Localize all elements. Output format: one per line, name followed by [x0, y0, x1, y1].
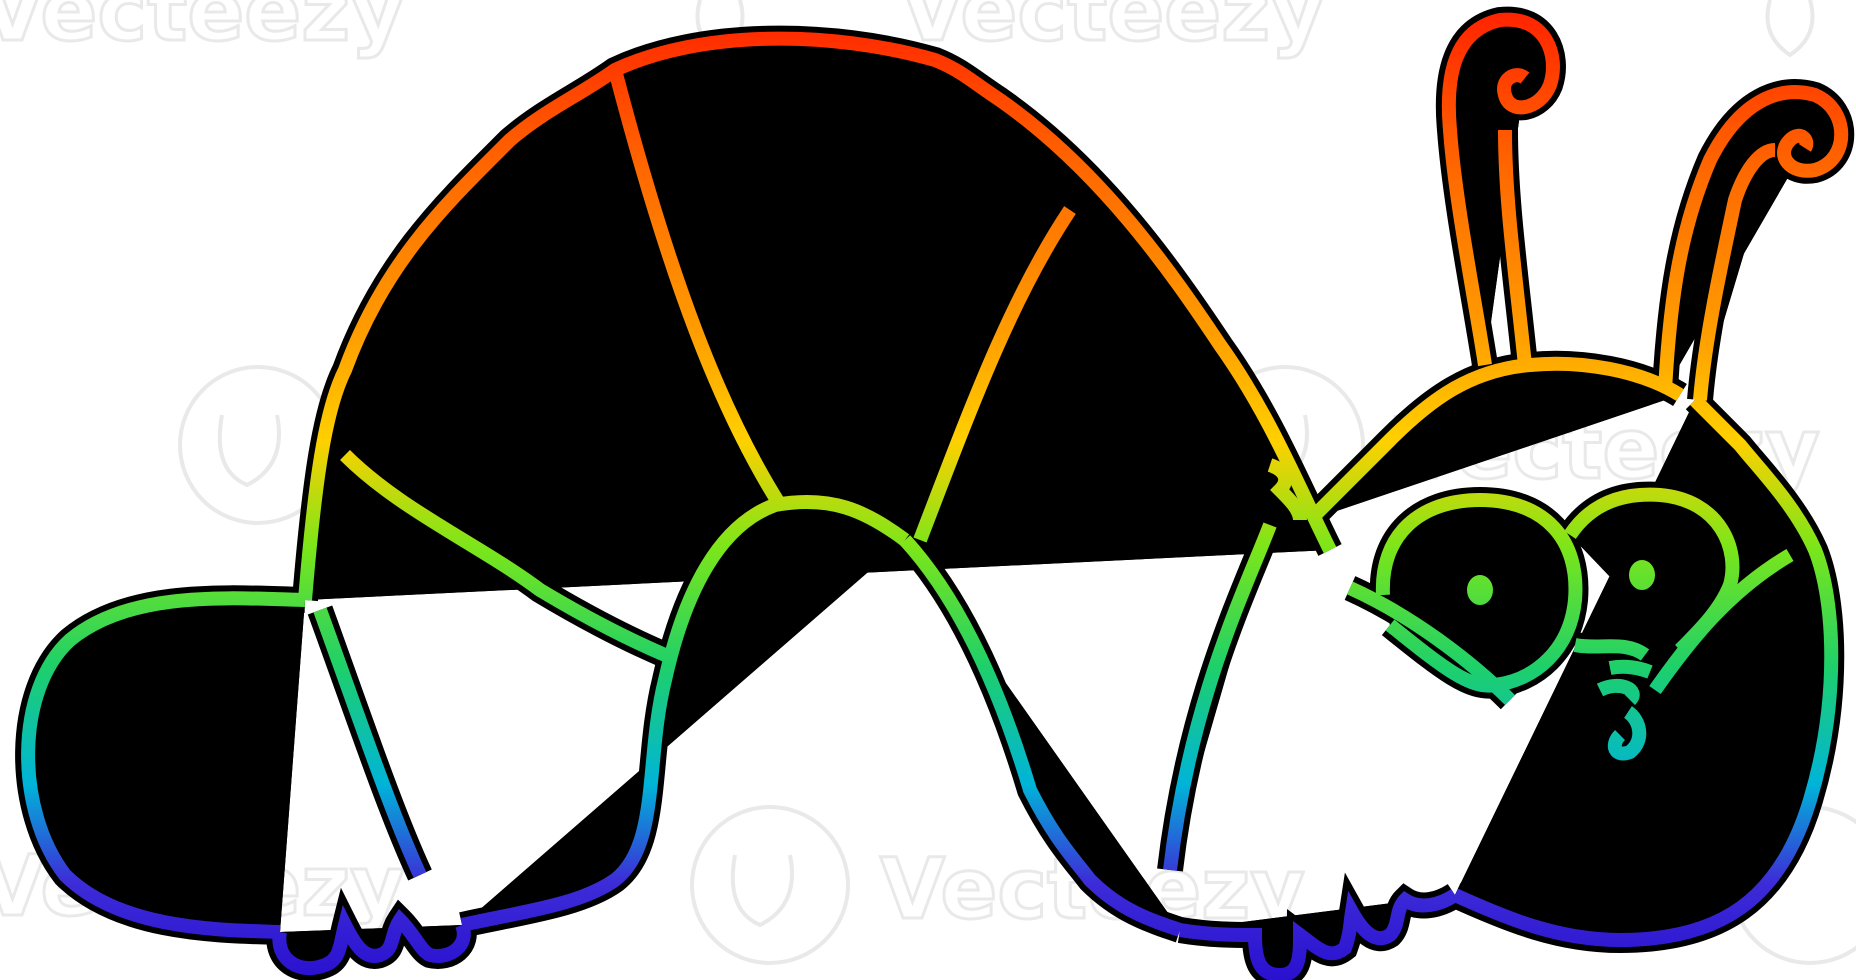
watermark-top-center: Vecteezy — [695, 0, 1326, 62]
watermark-top-right — [1765, 0, 1815, 58]
left-pupil — [1461, 569, 1499, 611]
caterpillar-pupils — [1461, 554, 1661, 611]
watermark-logo-icon — [690, 805, 850, 965]
right-pupil — [1623, 554, 1661, 596]
watermark-logo-mark — [217, 414, 281, 488]
watermark-text: Vecteezy — [0, 0, 405, 60]
watermark-logo-icon — [1765, 0, 1815, 58]
watermark-logo-mark — [730, 854, 794, 928]
watermark-text: Vecteezy — [900, 0, 1325, 60]
watermark-top-left: Vecteezy — [0, 0, 406, 62]
